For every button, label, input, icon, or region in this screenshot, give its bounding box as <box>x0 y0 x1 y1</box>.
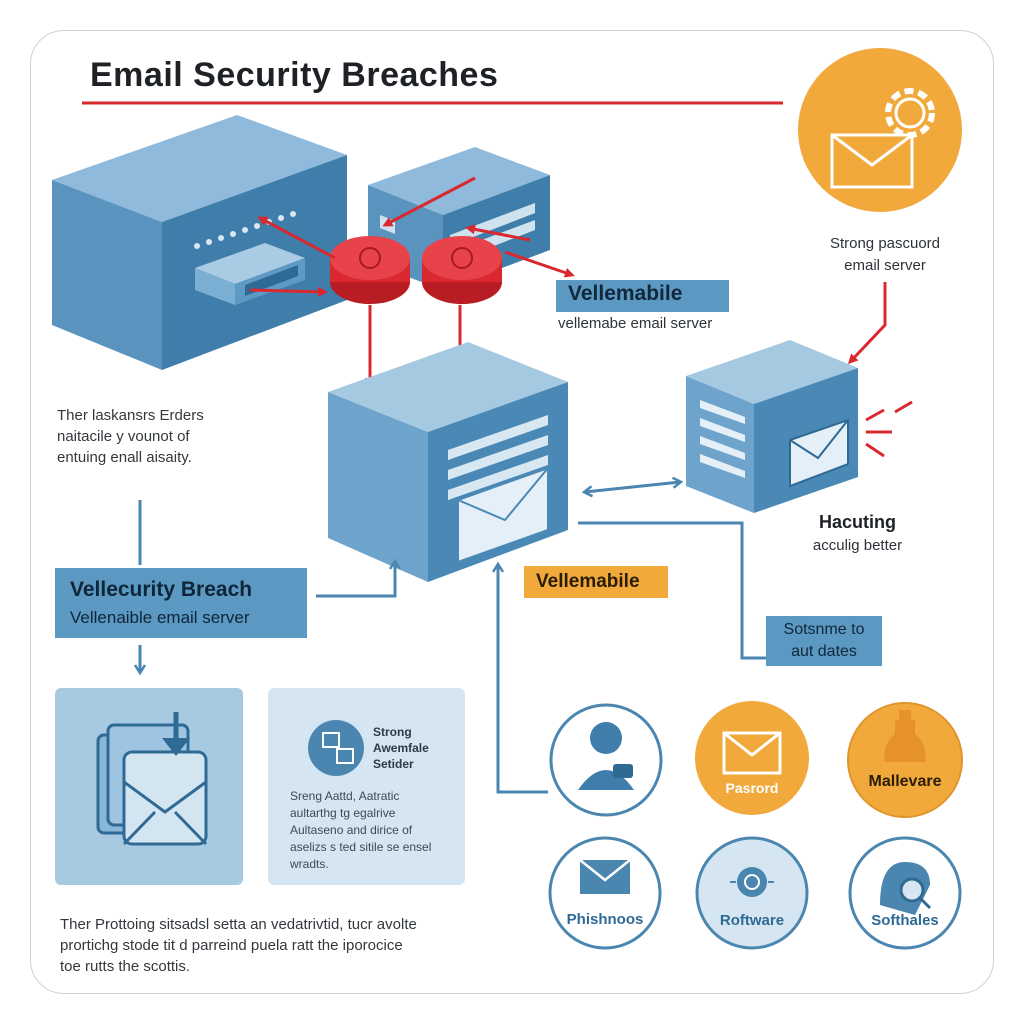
circle-label-phishing: Phishnoos <box>566 911 644 928</box>
circle-label-software: Roftware <box>719 912 785 929</box>
page-title: Email Security Breaches <box>90 56 499 94</box>
software-updates-box: Sotsnme to aut dates <box>766 616 882 666</box>
malware-circle <box>847 702 963 818</box>
red-hub-right <box>422 236 502 304</box>
alert-marks <box>865 400 913 458</box>
password-circle <box>695 701 809 815</box>
circle-label-softwares: Softhales <box>871 912 939 929</box>
circle-label-malware: Mallevare <box>868 773 942 790</box>
circle-label-password: Pasrord <box>725 780 779 796</box>
envelope-icon <box>830 133 914 189</box>
download-mail-icon <box>96 712 208 846</box>
left-note: Ther laskansrs Erders naitacile y vounot… <box>57 407 204 466</box>
security-breach-box: Vellecurity Breach Vellenaible email ser… <box>55 568 307 638</box>
strong-password-label: Strong pascuord email server <box>829 235 941 274</box>
phishing-circle <box>548 836 662 950</box>
central-email-server <box>328 342 568 582</box>
server-box-left <box>52 115 347 370</box>
secure-mail-badge <box>798 48 962 212</box>
server-box-right <box>686 340 858 513</box>
hacking-label: Hacuting acculig better <box>812 512 903 554</box>
vulnerable-orange-label: Vellemabile <box>524 566 668 598</box>
bottom-note: Ther Prottoing sitsadsl setta an vedatri… <box>60 916 417 975</box>
software-circle <box>695 836 809 950</box>
person-phone-circle <box>549 703 663 817</box>
softwares-circle <box>848 836 962 950</box>
info-card-header: Strong Awemfale Setider <box>373 725 429 771</box>
shield-lock-icon <box>308 720 364 776</box>
vulnerable-label: Vellemabile <box>556 280 729 312</box>
red-hub-left <box>330 236 410 304</box>
vulnerable-sublabel: vellemabe email server <box>558 315 713 332</box>
info-card-body: Sreng Aattd, Aatratic aultarthg tg egalr… <box>290 789 432 871</box>
connector-lines <box>140 482 766 794</box>
